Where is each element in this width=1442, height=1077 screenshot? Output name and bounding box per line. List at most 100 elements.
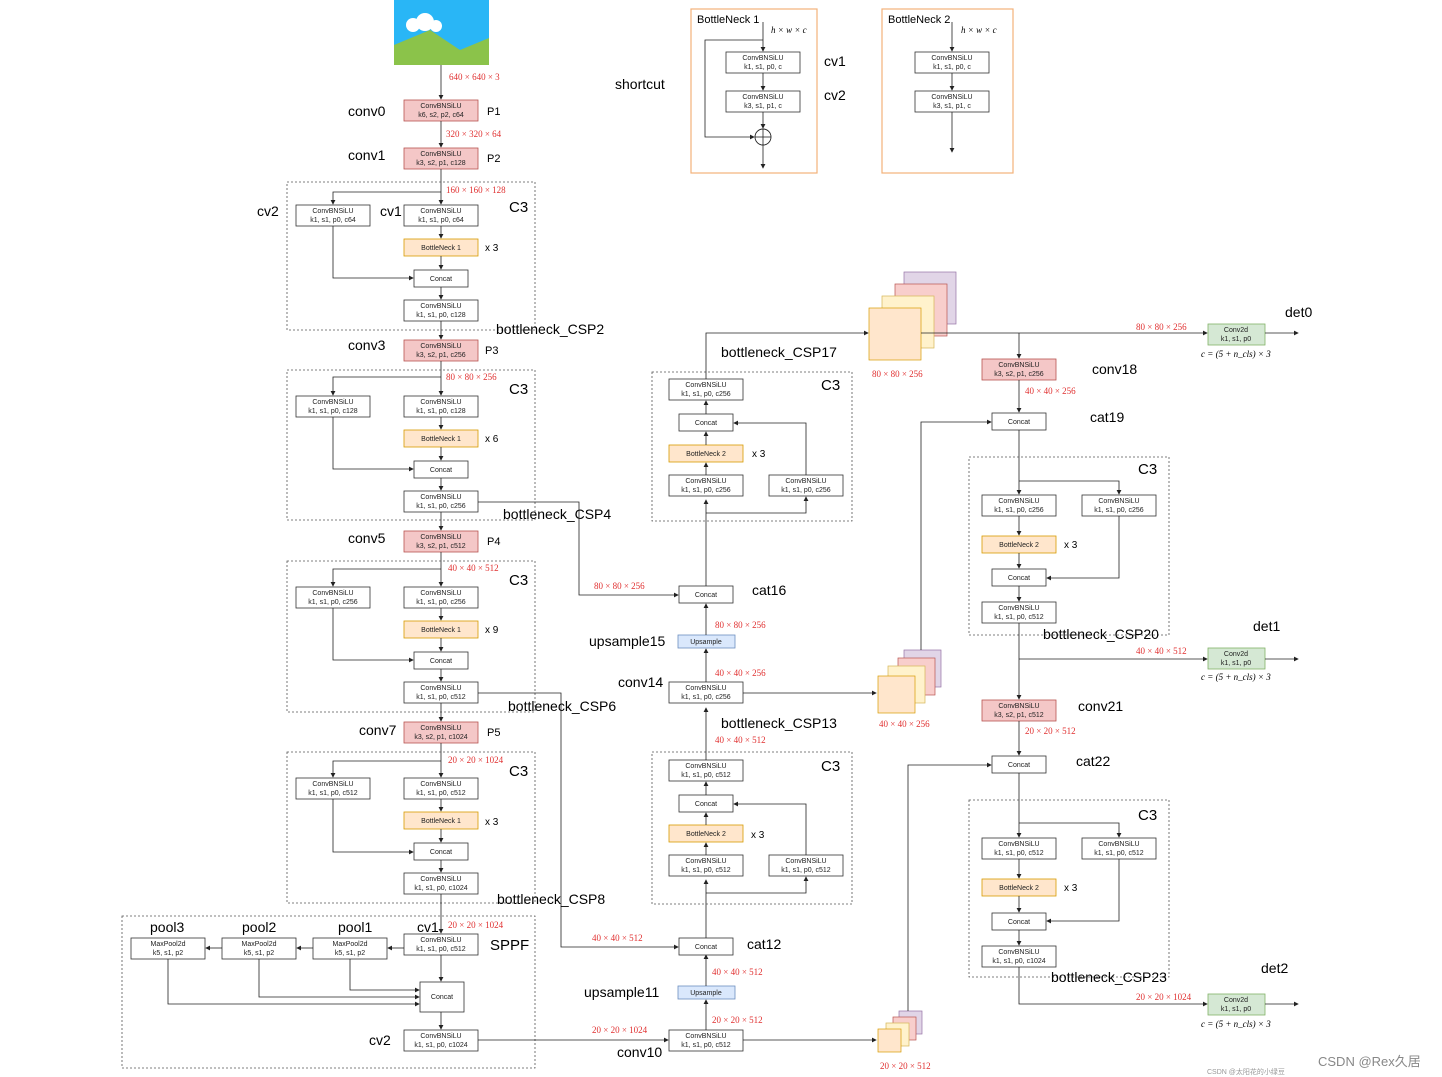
csp17-frame xyxy=(651,371,853,522)
conv0-line2: k6, s2, p2, c64 xyxy=(418,112,464,119)
csp17-rep: x 3 xyxy=(752,449,766,460)
conv21-label: conv21 xyxy=(1078,698,1123,714)
conv14-label: conv14 xyxy=(618,674,663,690)
det2-l2: k1, s1, p0 xyxy=(1221,1006,1251,1013)
det0-in: 80 × 80 × 256 xyxy=(1136,322,1187,332)
pool1-l1: MaxPool2d xyxy=(332,941,367,948)
csp8-cv2-l2: k1, s1, p0, c512 xyxy=(308,790,358,797)
csp4-cv3-l1: ConvBNSiLU xyxy=(420,494,461,501)
pool2-label: pool2 xyxy=(242,919,276,935)
csp2-bneck: BottleNeck 1 xyxy=(421,245,461,252)
det0-label: det0 xyxy=(1285,304,1312,320)
csp4-cv1-l2: k1, s1, p0, c128 xyxy=(416,408,466,415)
csp17-c3: C3 xyxy=(821,377,840,394)
csp13-rep: x 3 xyxy=(751,830,765,841)
csp2-frame xyxy=(286,181,536,331)
pool1-l2: k5, s1, p2 xyxy=(335,950,365,957)
csp2-cv2-l1: ConvBNSiLU xyxy=(312,208,353,215)
csp4-cv2-l2: k1, s1, p0, c128 xyxy=(308,408,358,415)
det2-in: 20 × 20 × 1024 xyxy=(1136,992,1192,1002)
conv1-line1: ConvBNSiLU xyxy=(420,151,461,158)
conv10-l1: ConvBNSiLU xyxy=(685,1033,726,1040)
csp23-frame xyxy=(968,799,1170,978)
b1-cv2-l2: k3, s1, p1, c xyxy=(744,103,782,110)
sppf-out: 20 × 20 × 1024 xyxy=(592,1025,648,1035)
det2-box xyxy=(1207,993,1266,1016)
csp4-cv1-l1: ConvBNSiLU xyxy=(420,399,461,406)
csp13-cv2-l2: k1, s1, p0, c512 xyxy=(781,867,831,874)
upsample15-text: Upsample xyxy=(690,639,722,646)
conv14-l2: k1, s1, p0, c256 xyxy=(681,694,731,701)
cat16-text: Concat xyxy=(695,592,717,599)
b1-cv1-label: cv1 xyxy=(824,53,846,69)
csp2-cv1-l1: ConvBNSiLU xyxy=(420,208,461,215)
det0-formula: c = (5 + n_cls) × 3 xyxy=(1201,349,1271,359)
csp2-concat: Concat xyxy=(430,276,452,283)
csp23-cv1-l1: ConvBNSiLU xyxy=(998,841,1039,848)
csp8-cv1-l1: ConvBNSiLU xyxy=(420,781,461,788)
csp13-cv3-l2: k1, s1, p0, c512 xyxy=(681,772,731,779)
csp23-cv2-l2: k1, s1, p0, c512 xyxy=(1094,850,1144,857)
csp13-cv3-l1: ConvBNSiLU xyxy=(685,763,726,770)
upsample11-text: Upsample xyxy=(690,990,722,997)
csp13-bneck: BottleNeck 2 xyxy=(686,831,726,838)
csp4-rep: x 6 xyxy=(485,434,499,445)
csp2-cv2-l2: k1, s1, p0, c64 xyxy=(310,217,356,224)
csp13-frame xyxy=(651,751,853,905)
csp6-cv1-l1: ConvBNSiLU xyxy=(420,590,461,597)
bottleneck1-title: BottleNeck 1 xyxy=(697,14,759,26)
det1-label: det1 xyxy=(1253,618,1280,634)
sppf-frame xyxy=(121,915,536,1069)
csp23-cv3-l1: ConvBNSiLU xyxy=(998,949,1039,956)
watermark-sub: CSDN @太阳花的小绿豆 xyxy=(1207,1067,1285,1076)
csp4-name: bottleneck_CSP4 xyxy=(503,506,611,522)
conv14-out: 40 × 40 × 256 xyxy=(715,668,766,678)
b1-cv2-label: cv2 xyxy=(824,87,846,103)
csp20-cv1-l2: k1, s1, p0, c256 xyxy=(994,507,1044,514)
upsample15-box xyxy=(677,634,736,649)
conv14-l1: ConvBNSiLU xyxy=(685,685,726,692)
conv1-tag: P2 xyxy=(487,153,500,165)
pool3-l1: MaxPool2d xyxy=(150,941,185,948)
csp23-name: bottleneck_CSP23 xyxy=(1051,969,1167,985)
csp6-cv3-l1: ConvBNSiLU xyxy=(420,685,461,692)
det1-formula: c = (5 + n_cls) × 3 xyxy=(1201,672,1271,682)
csp13-cv1-l2: k1, s1, p0, c512 xyxy=(681,867,731,874)
csp6-name: bottleneck_CSP6 xyxy=(508,698,616,714)
conv7-label: conv7 xyxy=(359,722,397,738)
bottleneck1-def xyxy=(690,8,818,174)
conv10-l2: k1, s1, p0, c512 xyxy=(681,1042,731,1049)
feat20-dim: 20 × 20 × 512 xyxy=(880,1061,931,1071)
conv5-line2: k3, s2, p1, c512 xyxy=(416,543,466,550)
conv0-out: 320 × 320 × 64 xyxy=(446,129,502,139)
csp8-rep: x 3 xyxy=(485,817,499,828)
csp8-c3: C3 xyxy=(509,763,528,780)
det2-formula: c = (5 + n_cls) × 3 xyxy=(1201,1019,1271,1029)
csp2-name: bottleneck_CSP2 xyxy=(496,321,604,337)
det1-in: 40 × 40 × 512 xyxy=(1136,646,1187,656)
feat80-dim: 80 × 80 × 256 xyxy=(872,369,923,379)
csp20-frame xyxy=(968,456,1170,636)
cat12-label: cat12 xyxy=(747,936,781,952)
cat12-text: Concat xyxy=(695,944,717,951)
csp8-cv2-l1: ConvBNSiLU xyxy=(312,781,353,788)
conv3-tag: P3 xyxy=(485,345,498,357)
csp2-cv3-l2: k1, s1, p0, c128 xyxy=(416,312,466,319)
conv10-out: 20 × 20 × 512 xyxy=(712,1015,763,1025)
upsample11-box xyxy=(677,985,736,1000)
det2-label: det2 xyxy=(1261,960,1288,976)
det1-box xyxy=(1207,647,1266,670)
conv18-l2: k3, s2, p1, c256 xyxy=(994,371,1044,378)
csp17-cv2-l1: ConvBNSiLU xyxy=(785,478,826,485)
b1-cv1-l2: k1, s1, p0, c xyxy=(744,64,782,71)
conv1-out: 160 × 160 × 128 xyxy=(446,185,506,195)
b2-cv1-l1: ConvBNSiLU xyxy=(931,55,972,62)
csp6-cv2-l2: k1, s1, p0, c256 xyxy=(308,599,358,606)
csp6-cv2-l1: ConvBNSiLU xyxy=(312,590,353,597)
upsample11-out: 40 × 40 × 512 xyxy=(712,967,763,977)
conv3-out: 80 × 80 × 256 xyxy=(446,372,497,382)
csp20-cv1-l1: ConvBNSiLU xyxy=(998,498,1039,505)
csp2-cv2-label: cv2 xyxy=(257,203,279,219)
conv18-l1: ConvBNSiLU xyxy=(998,362,1039,369)
csp2-rep: x 3 xyxy=(485,243,499,254)
